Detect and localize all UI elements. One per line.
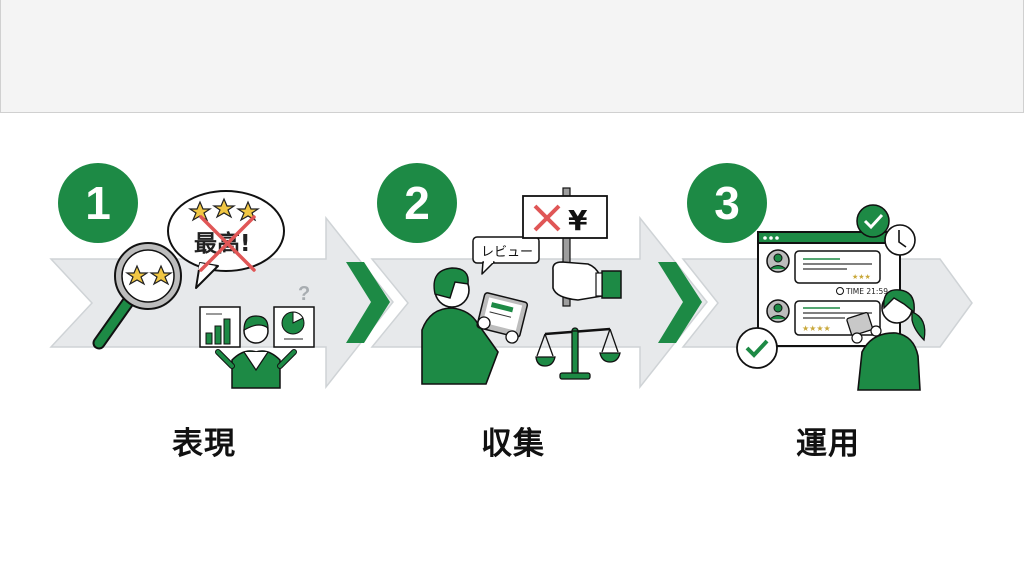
pie-chart-icon [273, 306, 315, 348]
cross-mark-icon [199, 215, 256, 272]
check-circle-icon [736, 327, 778, 369]
scale-icon [535, 327, 621, 380]
step-label: 運用 [796, 426, 860, 462]
clock-icon [884, 224, 916, 290]
step-2-illustration: レビュー ¥ [421, 187, 622, 385]
chevron-right-icon [658, 262, 702, 343]
svg-text:★★★★: ★★★★ [802, 324, 831, 333]
chevron-right-icon [346, 262, 390, 343]
check-bubble-icon [856, 204, 890, 238]
step-number-badge: 3 [687, 163, 767, 243]
step-number-badge: 2 [377, 163, 457, 243]
sign-cross-yen-icon: ¥ [522, 187, 608, 307]
review-card-1: ★★★ [766, 249, 881, 284]
bubble-text: 最高! [194, 230, 251, 257]
step-number-badge: 1 [58, 163, 138, 243]
svg-text:★★★: ★★★ [852, 273, 871, 281]
time-stamp: TIME 21:59 [836, 287, 888, 296]
bar-chart-icon [199, 306, 241, 348]
magnifier-icon [92, 242, 182, 350]
review-bubble [472, 236, 540, 275]
person-tablet-icon [421, 267, 529, 385]
time-text: TIME 21:59 [845, 287, 888, 296]
sign-text: ¥ [568, 204, 588, 237]
step-label: 表現 [172, 426, 236, 462]
header-panel [0, 0, 1024, 113]
question-mark: ? [298, 283, 310, 305]
step-1-illustration: 最高! ? [92, 190, 315, 389]
review-bubble-text: レビュー [481, 245, 533, 260]
person-icon [215, 315, 297, 389]
person-tablet-icon [846, 289, 926, 391]
step-3-illustration: ★★★ TIME 21:59 ★★★★ [736, 204, 926, 391]
hand-icon [552, 261, 622, 301]
step-label: 収集 [481, 426, 545, 462]
